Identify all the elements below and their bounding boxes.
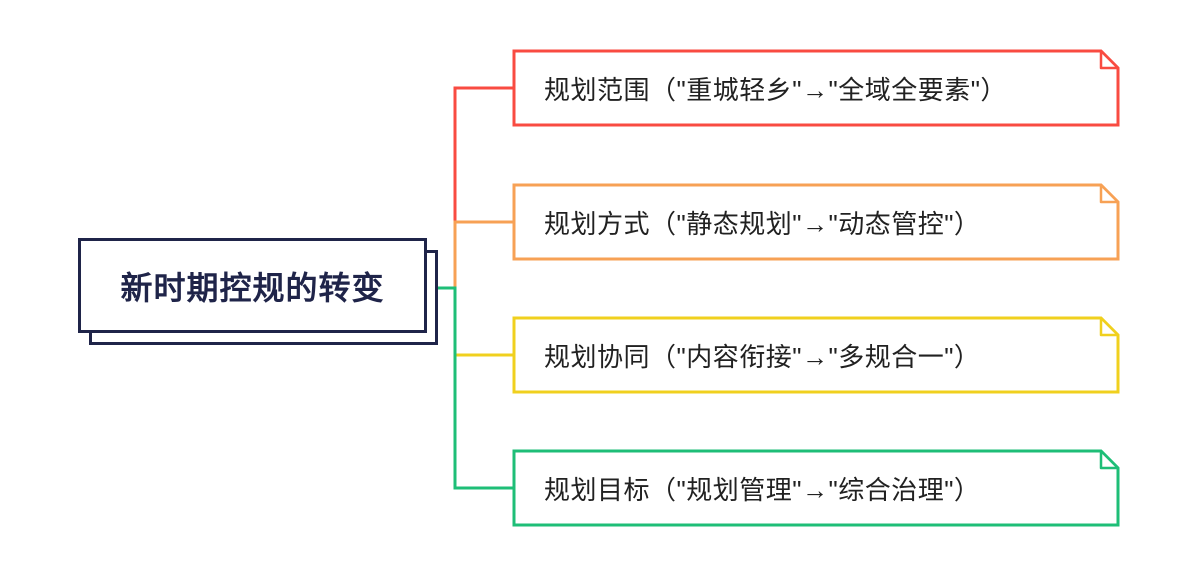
root-topic-label: 新时期控规的转变 [120,269,385,306]
branch-topic-3[interactable]: 规划协同（"内容衔接"→"多规合一"） [514,318,1118,392]
branch-topic-label: 规划范围（"重城轻乡"→"全域全要素"） [544,74,1007,105]
root-topic[interactable]: 新时期控规的转变 [78,238,427,333]
branch-topic-label: 规划目标（"规划管理"→"综合治理"） [544,474,981,505]
branch-note-2 [512,183,1120,261]
note-fold-corner [1099,183,1120,204]
note-shape [512,183,1120,261]
connector-branch-2 [453,220,514,288]
branch-note-3 [512,316,1120,394]
branch-topic-4[interactable]: 规划目标（"规划管理"→"综合治理"） [514,451,1118,525]
note-shape [512,316,1120,394]
note-fold-corner [1099,316,1120,337]
connector-branch-1 [453,86,514,222]
note-fold-corner [1099,49,1120,70]
connector-branch-4 [425,286,514,490]
note-shape [512,49,1120,127]
branch-topic-label: 规划方式（"静态规划"→"动态管控"） [544,208,981,239]
branch-topic-2[interactable]: 规划方式（"静态规划"→"动态管控"） [514,185,1118,259]
branch-note-1 [512,49,1120,127]
branch-topic-1[interactable]: 规划范围（"重城轻乡"→"全域全要素"） [514,51,1118,125]
note-fold-corner [1099,449,1120,470]
note-shape [512,449,1120,527]
branch-topic-label: 规划协同（"内容衔接"→"多规合一"） [544,341,981,372]
branch-note-4 [512,449,1120,527]
